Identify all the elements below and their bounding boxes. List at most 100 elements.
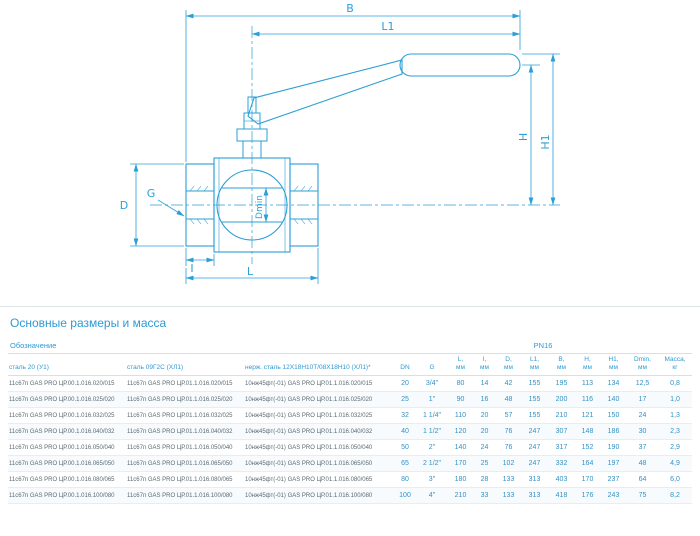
value-cell: 40 bbox=[394, 423, 416, 441]
value-cell: 237 bbox=[600, 471, 627, 489]
designation-cell: 11с67п GAS PRO ЦР.01.1.016.100/080 bbox=[126, 487, 244, 505]
centerlines bbox=[150, 26, 560, 264]
designation-cell: 10нж45фт(-01) GAS PRO ЦР.01.1.016.050/04… bbox=[244, 439, 394, 457]
dimension-column-header: L, мм bbox=[448, 353, 473, 377]
value-cell: 152 bbox=[575, 439, 600, 457]
designation-cell: 11с67п GAS PRO ЦР.00.1.016.065/050 bbox=[8, 455, 126, 473]
value-cell: 243 bbox=[600, 487, 627, 505]
value-cell: 317 bbox=[548, 439, 575, 457]
column-header-row: сталь 20 (У1)сталь 09Г2С (ХЛ1)нерж. стал… bbox=[8, 353, 693, 377]
thread-hatching-left bbox=[189, 185, 209, 225]
value-cell: 64 bbox=[627, 471, 658, 489]
value-cell: 247 bbox=[521, 455, 548, 473]
designation-cell: 10нж45фт(-01) GAS PRO ЦР.01.1.016.080/06… bbox=[244, 471, 394, 489]
stem-assembly bbox=[236, 96, 268, 159]
designation-cell: 11с67п GAS PRO ЦР.00.1.016.100/080 bbox=[8, 487, 126, 505]
page-title: Основные размеры и масса bbox=[10, 316, 167, 330]
value-cell: 116 bbox=[575, 391, 600, 409]
dim-label-l: L bbox=[247, 265, 254, 278]
value-cell: 20 bbox=[473, 407, 496, 425]
value-cell: 3/4" bbox=[416, 375, 448, 393]
value-cell: 140 bbox=[448, 439, 473, 457]
value-cell: 140 bbox=[600, 391, 627, 409]
designation-cell: 11с67п GAS PRO ЦР.01.1.016.080/065 bbox=[126, 471, 244, 489]
value-cell: 170 bbox=[448, 455, 473, 473]
value-cell: 313 bbox=[521, 471, 548, 489]
value-cell: 76 bbox=[496, 439, 521, 457]
value-cell: 33 bbox=[473, 487, 496, 505]
value-cell: 3" bbox=[416, 471, 448, 489]
value-cell: 210 bbox=[548, 407, 575, 425]
value-cell: 180 bbox=[448, 471, 473, 489]
designation-cell: 10нж45фт(-01) GAS PRO ЦР.01.1.016.025/02… bbox=[244, 391, 394, 409]
value-cell: 25 bbox=[473, 455, 496, 473]
dim-label-h1: H1 bbox=[539, 134, 552, 149]
value-cell: 247 bbox=[521, 439, 548, 457]
pn-group-header: PN16 bbox=[394, 338, 693, 354]
ball bbox=[216, 169, 288, 241]
value-cell: 155 bbox=[521, 407, 548, 425]
designation-cell: 10нж45фт(-01) GAS PRO ЦР.01.1.016.100/08… bbox=[244, 487, 394, 505]
designation-cell: 10нж45фт(-01) GAS PRO ЦР.01.1.016.020/01… bbox=[244, 375, 394, 393]
value-cell: 20 bbox=[394, 375, 416, 393]
designation-cell: 10нж45фт(-01) GAS PRO ЦР.01.1.016.032/02… bbox=[244, 407, 394, 425]
value-cell: 1 1/4" bbox=[416, 407, 448, 425]
lever-handle bbox=[247, 53, 521, 125]
value-cell: 2 1/2" bbox=[416, 455, 448, 473]
dimension-column-header: Масса, кг bbox=[658, 353, 693, 377]
value-cell: 247 bbox=[521, 423, 548, 441]
designation-cell: 11с67п GAS PRO ЦР.00.1.016.050/040 bbox=[8, 439, 126, 457]
dimension-column-header: B, мм bbox=[548, 353, 575, 377]
value-cell: 197 bbox=[600, 455, 627, 473]
value-cell: 20 bbox=[473, 423, 496, 441]
value-cell: 113 bbox=[575, 375, 600, 393]
designation-cell: 11с67п GAS PRO ЦР.01.1.016.032/025 bbox=[126, 407, 244, 425]
dimension-column-header: G bbox=[416, 353, 448, 377]
value-cell: 121 bbox=[575, 407, 600, 425]
value-cell: 307 bbox=[548, 423, 575, 441]
value-cell: 75 bbox=[627, 487, 658, 505]
value-cell: 65 bbox=[394, 455, 416, 473]
designation-cell: 11с67п GAS PRO ЦР.01.1.016.025/020 bbox=[126, 391, 244, 409]
dim-label-l1: L1 bbox=[381, 20, 394, 33]
designation-cell: 11с67п GAS PRO ЦР.00.1.016.040/032 bbox=[8, 423, 126, 441]
lever-arm bbox=[247, 59, 403, 125]
value-cell: 2,3 bbox=[658, 423, 693, 441]
dimension-column-header: L1, мм bbox=[521, 353, 548, 377]
value-cell: 25 bbox=[394, 391, 416, 409]
value-cell: 1" bbox=[416, 391, 448, 409]
dim-label-g: G bbox=[147, 187, 156, 200]
value-cell: 134 bbox=[600, 375, 627, 393]
designation-column-header: сталь 20 (У1) bbox=[8, 353, 126, 377]
value-cell: 418 bbox=[548, 487, 575, 505]
value-cell: 48 bbox=[496, 391, 521, 409]
value-cell: 200 bbox=[548, 391, 575, 409]
dimension-lines bbox=[130, 10, 560, 284]
value-cell: 164 bbox=[575, 455, 600, 473]
value-cell: 90 bbox=[448, 391, 473, 409]
value-cell: 24 bbox=[627, 407, 658, 425]
value-cell: 8,2 bbox=[658, 487, 693, 505]
dim-label-d: D bbox=[120, 199, 128, 212]
value-cell: 170 bbox=[575, 471, 600, 489]
value-cell: 1 1/2" bbox=[416, 423, 448, 441]
value-cell: 80 bbox=[394, 471, 416, 489]
designation-cell: 11с67п GAS PRO ЦР.01.1.016.040/032 bbox=[126, 423, 244, 441]
value-cell: 190 bbox=[600, 439, 627, 457]
value-cell: 150 bbox=[600, 407, 627, 425]
designation-cell: 11с67п GAS PRO ЦР.00.1.016.020/015 bbox=[8, 375, 126, 393]
valve-technical-drawing: B L1 H H1 D G Dmin I L bbox=[120, 2, 560, 284]
designation-cell: 11с67п GAS PRO ЦР.01.1.016.050/040 bbox=[126, 439, 244, 457]
dim-label-i: I bbox=[190, 262, 193, 275]
value-cell: 148 bbox=[575, 423, 600, 441]
dimension-column-header: Dmin, мм bbox=[627, 353, 658, 377]
value-cell: 100 bbox=[394, 487, 416, 505]
